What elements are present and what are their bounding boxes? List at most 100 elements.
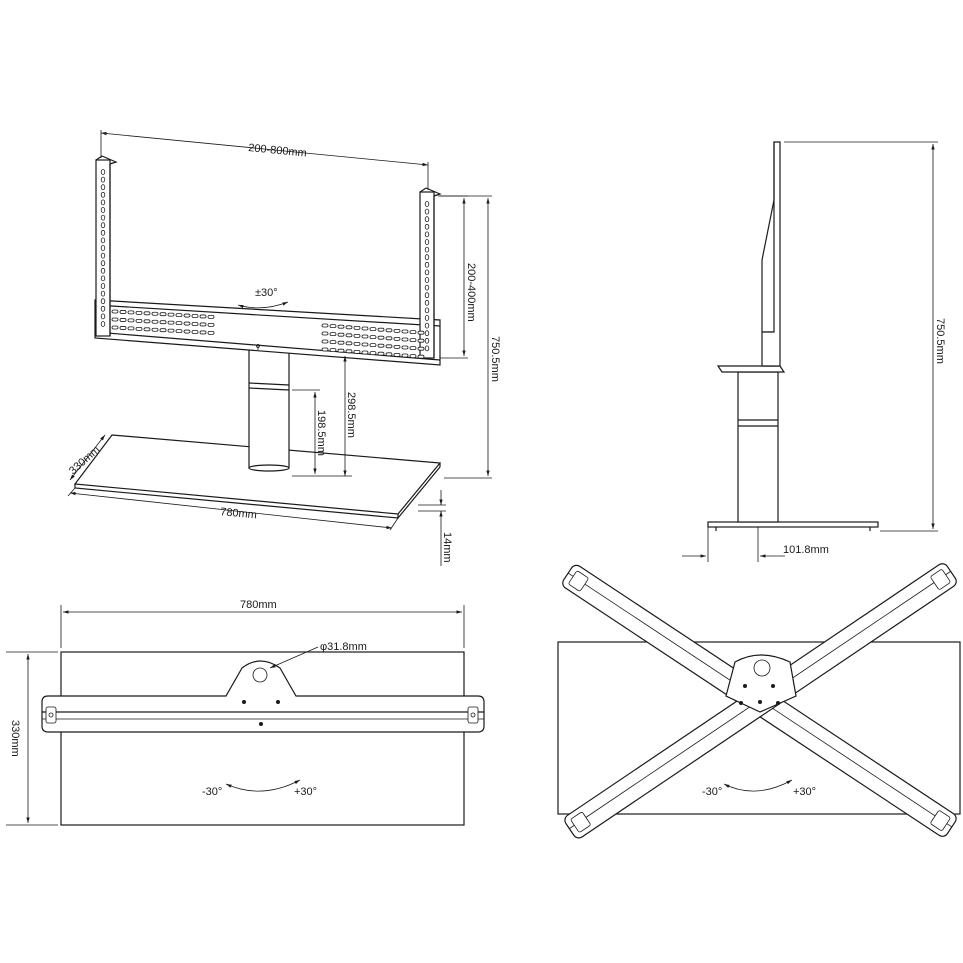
bracket-slot (353, 325, 361, 330)
upright-hole (424, 345, 430, 352)
bracket-slot (321, 347, 329, 352)
bracket-slot (159, 320, 167, 325)
side-base (707, 521, 879, 531)
top-depth-label: 330mm (9, 720, 21, 757)
bracket-slot (369, 327, 377, 332)
bracket-slot (337, 348, 345, 353)
upright-hole (424, 307, 430, 314)
cross-hub (725, 654, 797, 713)
bracket-slot (175, 321, 183, 326)
side-offset-label: 101.8mm (783, 544, 829, 556)
column-height-label: 298.5mm (345, 392, 357, 438)
upright-hole (424, 201, 430, 207)
bracket-slot (151, 327, 159, 332)
upright-hole (424, 299, 430, 306)
bracket-slot (207, 322, 215, 327)
bracket-slot (167, 312, 175, 317)
pole-hole (252, 667, 268, 683)
side-total-height-label: 750.5mm (934, 318, 946, 364)
bracket-slot (345, 333, 353, 338)
bracket-slot (175, 329, 183, 334)
bracket-slot (369, 335, 377, 340)
bracket-slot (369, 343, 377, 348)
upright-hole (424, 277, 430, 283)
bracket-slot (393, 344, 401, 349)
upright-hole (100, 267, 106, 274)
upright-hole (100, 321, 106, 327)
bracket-slot (167, 320, 175, 325)
bracket-slot (151, 319, 159, 324)
bracket-slot (401, 345, 409, 350)
bracket-slot (361, 342, 369, 347)
bracket-slot (417, 346, 425, 351)
height-range-label: 200-400mm (465, 263, 477, 322)
bracket-slot (353, 333, 361, 338)
side-column (737, 371, 779, 523)
bracket-slot (401, 329, 409, 334)
bracket-slot (393, 336, 401, 341)
bracket-slot (183, 329, 191, 334)
top-width-label: 780mm (240, 599, 277, 611)
upright-hole (100, 290, 106, 297)
upright-hole (424, 261, 430, 268)
side-view: 750.5mm 101.8mm (682, 141, 946, 562)
bracket-slot (143, 327, 151, 332)
upright-hole (100, 237, 106, 244)
upright-hole (424, 216, 430, 223)
upright-hole (100, 252, 106, 259)
bracket-slot (409, 354, 417, 359)
top-crossbar (41, 660, 485, 733)
column (248, 347, 290, 472)
bracket-slot (409, 338, 417, 343)
bracket-slot (385, 344, 393, 349)
upright-hole (100, 214, 106, 221)
top-rot-right-label: +30° (294, 786, 317, 798)
top-rotation-arrow (225, 779, 301, 792)
bracket-slot (135, 326, 143, 331)
pole-diameter-label: φ31.8mm (320, 641, 367, 653)
bracket-slot (329, 340, 337, 345)
bracket-slot (393, 352, 401, 357)
upright-hole (100, 245, 106, 251)
bracket-slot (199, 314, 207, 319)
width-range-label: 200-800mm (248, 142, 308, 160)
upright-hole (100, 176, 106, 183)
bracket-slot (167, 328, 175, 333)
upright-holes (100, 169, 430, 352)
bracket-slot (143, 319, 151, 324)
cross-pole-hole (753, 659, 771, 677)
upright-hole (424, 231, 430, 238)
bracket-slot (183, 321, 191, 326)
upright-hole (424, 254, 430, 261)
upright-hole (100, 222, 106, 229)
upright-hole (100, 199, 106, 206)
bracket-slot (151, 311, 159, 316)
cross-rot-left-label: -30° (702, 786, 722, 798)
bracket-slot (409, 330, 417, 335)
bracket-slot (321, 339, 329, 344)
bracket-slot (159, 312, 167, 317)
bracket-slot (409, 346, 417, 351)
bracket-slot (119, 310, 127, 314)
base-thickness-label: 14mm (441, 532, 453, 563)
bracket-slot (127, 326, 135, 331)
upright-hole (100, 191, 106, 198)
bracket-slot (377, 335, 385, 340)
upright-hole (100, 169, 106, 175)
bracket-slot (377, 327, 385, 332)
bracket-slot (111, 325, 119, 330)
bracket-slot (377, 351, 385, 356)
upright-hole (100, 275, 106, 282)
bracket-slot (337, 324, 345, 329)
bracket-slot (353, 341, 361, 346)
bracket-slot (183, 313, 191, 318)
bracket-slot (329, 332, 337, 337)
bracket-slot (417, 338, 425, 343)
bracket-slot (385, 352, 393, 357)
bracket-slot (353, 349, 361, 354)
bracket-slot (199, 322, 207, 327)
rotation-arrow (237, 301, 289, 309)
upright-hole (424, 246, 430, 253)
front-view: ±30° 200-800mm 200-400mm 750.5mm 298.5mm… (67, 130, 501, 566)
bracket-slot (321, 323, 329, 328)
